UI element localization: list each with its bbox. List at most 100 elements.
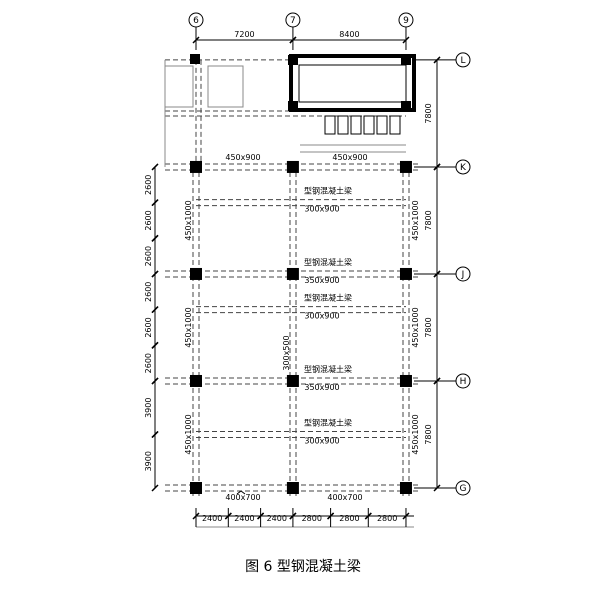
column [399,160,412,173]
core-opening [298,64,407,103]
dim-text: 7800 [424,210,433,230]
column [399,374,412,387]
dim-text: 7200 [234,30,254,39]
structural-floor-plan: 6 7 9L K J H G 7200 8400 7800 7800 7800 7800 2600 2600… [144,12,471,528]
axis-label: K [460,163,467,173]
dim-text: 2800 [339,514,359,523]
dim-tick [151,199,159,207]
leader [240,490,246,495]
dim-text: 2400 [267,514,287,523]
core-wall [289,54,416,112]
dim-text: 2600 [144,282,153,302]
axis-label: L [460,56,465,66]
dim-text: 2600 [144,210,153,230]
axis-bubble [398,12,414,28]
leader [236,490,242,495]
column [190,374,202,387]
stair-tread [363,115,375,135]
dim-text: 2800 [302,514,322,523]
column-size-label: 450x1000 [411,200,420,240]
opening [207,65,244,108]
beam-type-note: 型钢混凝土梁 [304,257,352,267]
dim-tick [433,484,441,492]
axis-bubble [455,266,471,282]
column [399,267,412,280]
dim-text: 2400 [234,514,254,523]
stair-tread [337,115,349,135]
beam-size-label: 350x900 [304,383,339,392]
axis-label: H [460,377,467,387]
beam-size-label: 450x900 [332,153,367,162]
beam-size-label: 300x900 [304,436,339,445]
column [190,482,202,494]
beam-size-label: 400x700 [225,493,260,502]
dim-text: 2800 [377,514,397,523]
beam-type-note: 型钢混凝土梁 [304,186,352,196]
axis-bubble [188,12,204,28]
column-size-label: 450x1000 [184,414,193,454]
axis-bubble [285,12,301,28]
dimension-lines: 6 7 9L K J H G 7200 8400 7800 7800 7800 7800 2600 2600… [144,12,471,528]
dim-tick [151,163,159,171]
dim-text: 2600 [144,353,153,373]
column [288,101,298,111]
column-size-label: 450x1000 [411,414,420,454]
figure-caption: 图 6 型钢混凝土梁 [245,559,361,575]
stair-tread [389,115,401,135]
axis-bubble [455,373,471,389]
axis-label: 9 [403,16,409,26]
column [399,482,412,494]
dim-text: 8400 [339,30,359,39]
column [190,160,202,173]
column [190,54,200,64]
column-size-label: 450x1000 [184,307,193,347]
opening [164,65,194,108]
column [401,55,411,65]
dim-tick [289,36,297,44]
dim-tick [151,377,159,385]
beam-type-note: 型钢混凝土梁 [304,293,352,303]
dim-tick [151,430,159,439]
dim-text: 7800 [424,103,433,123]
dim-tick [364,512,372,520]
axis-label: 6 [193,16,199,26]
dim-tick [289,512,297,520]
dim-tick [257,512,265,520]
dim-text: 7800 [424,424,433,444]
dim-text: 3900 [144,398,153,418]
beam-size-label: 300x900 [304,205,339,214]
dim-tick [433,377,441,385]
dim-text: 2600 [144,175,153,195]
column [286,482,299,494]
column-size-label: 450x1000 [411,307,420,347]
dim-tick [151,306,159,314]
column [288,55,298,65]
dim-tick [402,36,410,44]
axis-bubble [455,52,471,68]
dim-tick [151,341,159,349]
dim-text: 7800 [424,317,433,337]
axis-label: 7 [290,16,296,26]
dim-tick [151,270,159,278]
axis-label: G [460,484,467,494]
beam-type-note: 型钢混凝土梁 [304,417,352,427]
dim-tick [224,512,232,520]
column [286,374,299,387]
stair-tread [324,115,336,135]
dim-text: 2400 [202,514,222,523]
column [190,267,202,280]
column [401,101,411,111]
dim-tick [327,512,335,520]
dim-tick [433,270,441,278]
axis-label: J [461,270,465,280]
dim-tick [151,484,159,492]
column-size-label: 450x1000 [184,200,193,240]
stair-tread [350,115,362,135]
dim-text: 2600 [144,317,153,337]
column-size-label: 300x500 [282,335,291,370]
stair-tread [376,115,388,135]
axis-bubble [455,159,471,175]
beam-size-label: 400x700 [327,493,362,502]
column [286,160,299,173]
dim-tick [433,56,441,64]
